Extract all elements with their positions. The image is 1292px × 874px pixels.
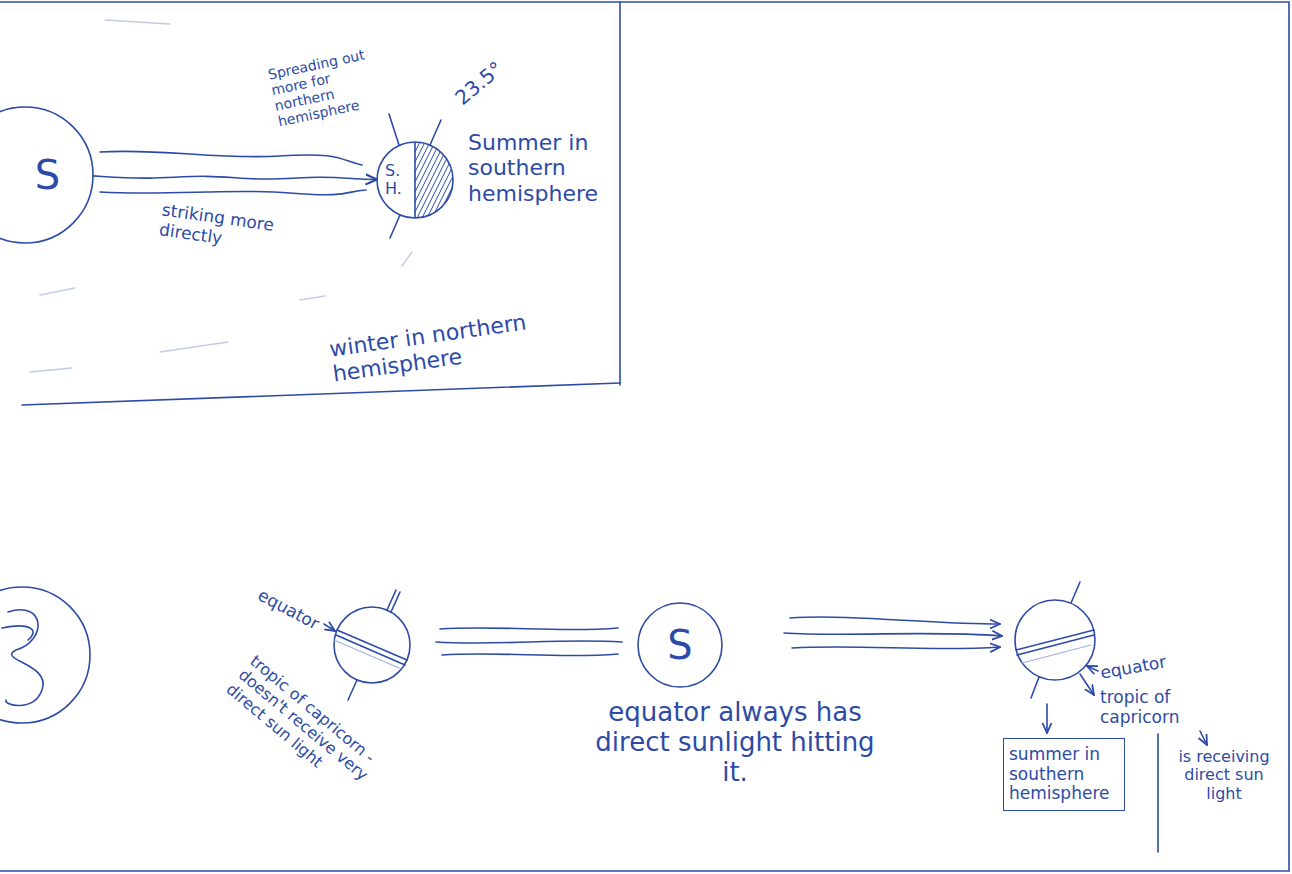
sun-ray: [100, 151, 362, 165]
panel-frame: [22, 383, 620, 405]
earth-axis: [348, 680, 357, 700]
sun-ray: [790, 617, 1000, 624]
sun-ray: [442, 654, 618, 656]
equator-label: equator: [254, 586, 322, 634]
season-label: winter in northern hemisphere: [328, 299, 602, 387]
sun-circle: S: [0, 105, 95, 245]
sun-ray: [436, 641, 622, 643]
sun-ray: [440, 628, 618, 630]
sun-ray: [784, 633, 1002, 636]
panel-frame: [619, 2, 621, 385]
scribble: [2, 610, 43, 706]
circle-border: [638, 603, 722, 687]
earth-axis: [430, 120, 441, 145]
tropic-note: tropic of capricorn - doesn't receive ve…: [223, 652, 400, 813]
equator-line: [336, 635, 405, 665]
pointer-arrow: [1087, 666, 1098, 671]
node-text: S: [35, 152, 60, 198]
earth-axis: [387, 590, 400, 612]
sun-circle: [0, 587, 90, 723]
tropic-line: [334, 640, 399, 668]
ray-note: striking more directly: [158, 200, 302, 258]
earth-axis: [1031, 677, 1039, 698]
node-text: S. H.: [385, 162, 419, 199]
angle-label: 23.5°: [451, 57, 508, 110]
earth-circle: [1015, 600, 1095, 680]
tropic-line: [1022, 645, 1091, 663]
tropic-note: is receiving direct sun light: [1165, 748, 1283, 803]
terminator-line: [414, 142, 416, 218]
pencil-marks: [30, 20, 412, 372]
equator-label: equator: [1099, 652, 1168, 683]
equator-line: [337, 630, 407, 660]
tropic-label: tropic of capricorn: [1100, 688, 1205, 727]
earth-axis: [390, 215, 400, 238]
annotation: Spreading out more for northern hemisphe…: [266, 44, 385, 129]
sun-ray-arrow: [93, 176, 377, 180]
leader-line: [389, 114, 399, 145]
pointer-arrow: [1080, 674, 1094, 695]
earth-circle: S. H.: [377, 142, 453, 218]
pointer-arrow: [324, 624, 335, 631]
node-text: S: [667, 622, 692, 668]
circle-border: [377, 142, 453, 218]
sun-circle: S: [638, 603, 722, 687]
sun-ray: [792, 647, 1000, 649]
pointer-arrow: [1046, 704, 1048, 733]
equator-line: [1017, 635, 1094, 655]
earth-circle: [334, 607, 410, 683]
season-label: Summer in southern hemisphere: [468, 130, 598, 206]
sun-ray: [100, 190, 366, 195]
equator-note: equator always has direct sunlight hitti…: [585, 698, 885, 788]
pointer-arrow: [1200, 731, 1207, 745]
earth-axis: [1071, 582, 1080, 603]
node-text: summer in southern hemisphere: [1009, 745, 1117, 804]
circle-border: [0, 107, 93, 243]
bracket-line: [1157, 734, 1159, 852]
season-box: summer in southern hemisphere: [1003, 738, 1125, 811]
